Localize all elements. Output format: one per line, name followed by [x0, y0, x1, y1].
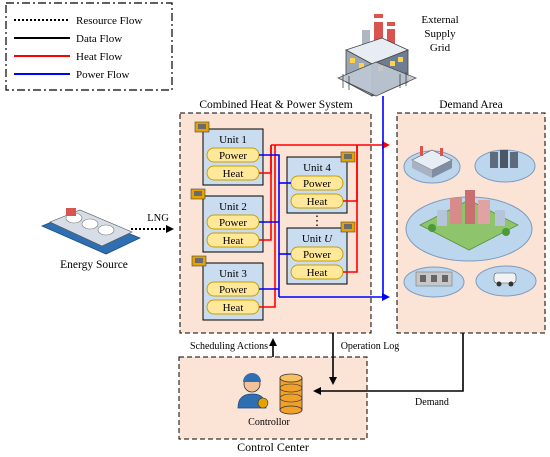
legend-label-data: Data Flow	[76, 33, 122, 45]
unit-1: Unit 1 Power Heat	[202, 128, 264, 186]
data-center-icon	[474, 149, 536, 183]
scheduling-label: Scheduling Actions	[190, 341, 268, 352]
unit-3-label: Unit 3	[219, 268, 247, 280]
legend-item-power: Power Flow	[14, 69, 130, 81]
power-plant-icon	[337, 14, 418, 97]
lng-label: LNG	[147, 213, 169, 224]
legend-label-heat: Heat Flow	[76, 51, 122, 63]
unit-2-power-label: Power	[219, 217, 247, 229]
units-ellipsis: ⋮	[311, 213, 324, 228]
unit-u-power-label: Power	[303, 249, 331, 261]
unit-4-power-label: Power	[303, 178, 331, 190]
demand-label: Demand	[415, 397, 449, 408]
unit-u-label: Unit U	[302, 233, 333, 245]
legend-label-power: Power Flow	[76, 69, 130, 81]
chp-title: Combined Heat & Power System	[199, 99, 352, 111]
unit-3: Unit 3 Power Heat	[202, 262, 264, 321]
unit-1-power-label: Power	[219, 150, 247, 162]
legend-item-data: Data Flow	[14, 33, 122, 45]
legend-item-resource: Resource Flow	[14, 15, 142, 27]
data-flow-lines	[269, 333, 464, 395]
unit-2-heat-label: Heat	[223, 235, 244, 247]
unit-2-label: Unit 2	[219, 201, 247, 213]
legend: Resource Flow Data Flow Heat Flow Power …	[5, 2, 173, 91]
grid-label-line1: External	[421, 14, 458, 26]
heat-flow-lines	[259, 141, 390, 308]
operator-icon	[237, 373, 269, 409]
unit-u-prefix: Unit	[302, 233, 324, 245]
city-icon	[405, 190, 533, 262]
unit-4-heat-label: Heat	[307, 196, 328, 208]
unit-3-power-label: Power	[219, 284, 247, 296]
generator-icon	[190, 121, 356, 267]
grid-label-line3: Grid	[430, 42, 451, 54]
unit-2: Unit 2 Power Heat	[202, 195, 264, 253]
legend-label-resource: Resource Flow	[76, 15, 142, 27]
unit-u-heat-label: Heat	[307, 267, 328, 279]
unit-u: Unit U Power Heat	[286, 227, 348, 285]
lng-ship-icon	[40, 208, 141, 255]
unit-4: Unit 4 Power Heat	[286, 156, 348, 214]
power-flow-lines	[259, 96, 390, 301]
demand-title: Demand Area	[439, 99, 503, 111]
unit-3-heat-label: Heat	[223, 302, 244, 314]
control-title: Control Center	[237, 440, 309, 454]
database-icon	[279, 373, 303, 415]
unit-1-label: Unit 1	[219, 134, 247, 146]
unit-u-var: U	[324, 233, 333, 245]
unit-1-heat-label: Heat	[223, 168, 244, 180]
controller-label: Controllor	[248, 417, 290, 428]
legend-item-heat: Heat Flow	[14, 51, 122, 63]
operation-log-label: Operation Log	[341, 341, 400, 352]
parking-icon	[403, 266, 465, 298]
unit-4-label: Unit 4	[303, 162, 331, 174]
factory-icon	[403, 146, 461, 184]
grid-label-line2: Supply	[424, 28, 456, 40]
energy-source-label: Energy Source	[60, 259, 128, 271]
control-panel	[178, 356, 368, 440]
ev-car-icon	[475, 265, 537, 297]
legend-frame	[5, 2, 173, 91]
